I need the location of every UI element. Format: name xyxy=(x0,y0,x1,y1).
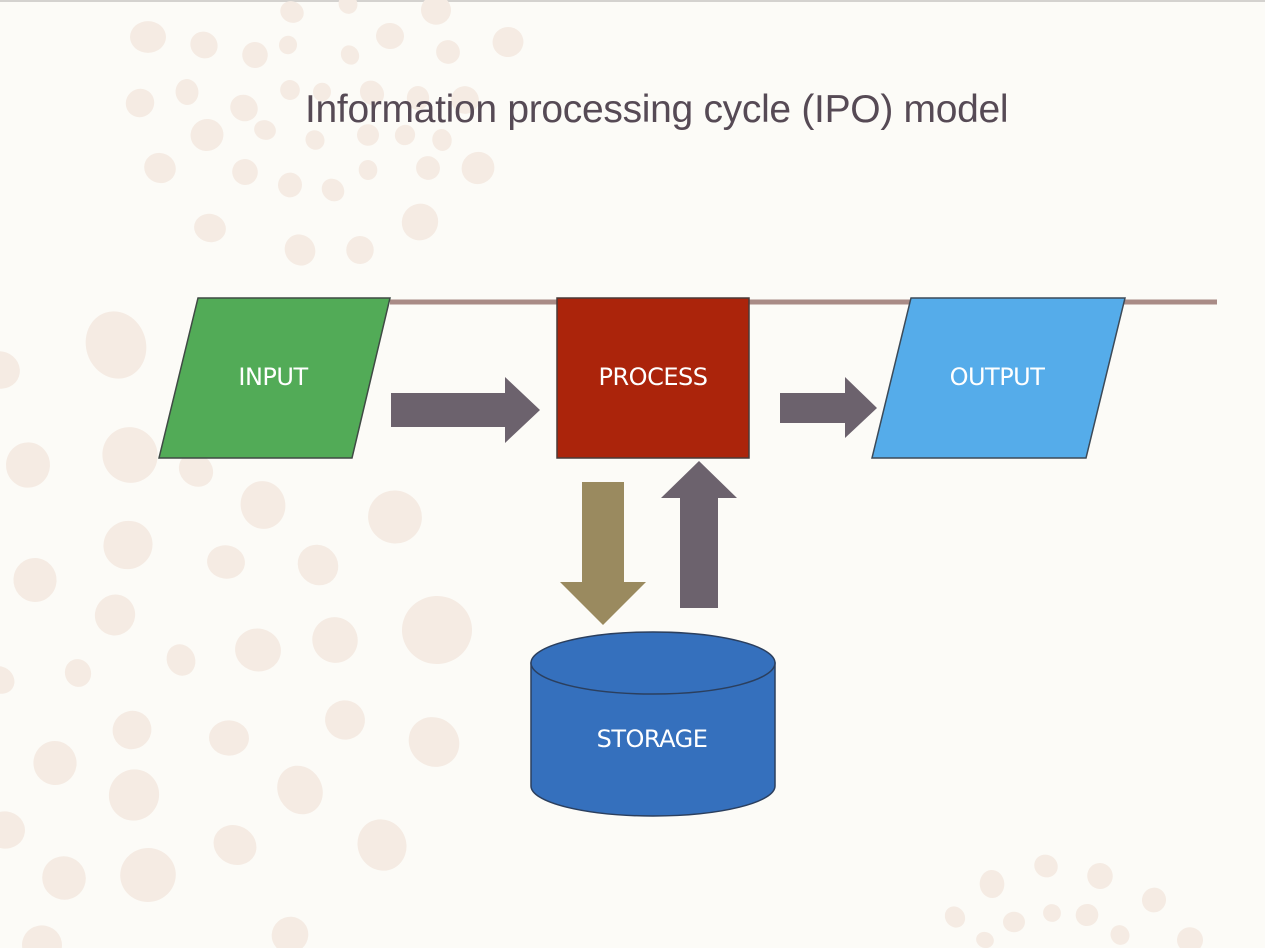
process-shape[interactable] xyxy=(556,297,750,459)
decorative-dot xyxy=(209,720,249,756)
decorative-dot xyxy=(108,769,160,821)
decorative-dot xyxy=(321,178,345,202)
decorative-dot xyxy=(277,172,303,198)
decorative-dot xyxy=(213,825,257,865)
decorative-dot xyxy=(207,545,245,579)
decorative-dot xyxy=(125,88,155,118)
decorative-dot xyxy=(277,765,323,815)
process-label: PROCESS xyxy=(598,363,708,391)
decorative-dot xyxy=(357,124,379,146)
decorative-dot xyxy=(376,22,404,50)
decorative-dot xyxy=(325,700,365,740)
decorative-dot xyxy=(230,94,258,122)
decorative-dot xyxy=(421,0,451,25)
decorative-dot xyxy=(451,86,479,114)
decorative-dot xyxy=(103,520,153,570)
decorative-dot xyxy=(359,80,385,106)
decorative-dot xyxy=(102,427,158,483)
output-shape[interactable] xyxy=(871,297,1126,459)
decorative-dot-pattern xyxy=(0,0,1203,948)
decorative-dot xyxy=(5,442,51,488)
decorative-dot xyxy=(194,213,226,243)
decorative-dot xyxy=(120,847,176,903)
decorative-dot xyxy=(33,741,77,785)
decorative-dot xyxy=(94,594,136,636)
decorative-dot xyxy=(190,118,224,152)
decorative-dot xyxy=(305,130,325,150)
decorative-dot xyxy=(1177,927,1203,948)
decorative-dot xyxy=(492,26,524,58)
storage-shape[interactable] xyxy=(530,631,776,817)
arrow-storage-to-process xyxy=(661,461,737,608)
decorative-dot xyxy=(166,644,196,676)
decorative-dot xyxy=(312,617,358,663)
decorative-dot xyxy=(13,558,57,602)
decorative-dot xyxy=(338,0,358,14)
decorative-dot xyxy=(0,666,15,694)
decorative-dot xyxy=(232,159,258,185)
decorative-dot xyxy=(358,160,378,180)
decorative-dot xyxy=(0,811,25,849)
decorative-dot xyxy=(944,906,966,928)
decorative-dot xyxy=(22,925,62,948)
decorative-dot xyxy=(416,156,440,180)
decorative-dot xyxy=(461,151,495,185)
decorative-dot xyxy=(312,82,332,102)
decorative-dot xyxy=(235,628,281,672)
decorative-dot xyxy=(976,931,994,948)
decorative-dot xyxy=(436,40,460,64)
window-top-border xyxy=(0,0,1265,2)
decorative-dot xyxy=(357,819,407,871)
decorative-dot xyxy=(979,870,1005,898)
decorative-dot xyxy=(112,710,152,750)
decorative-dot xyxy=(175,79,199,105)
decorative-dot xyxy=(1003,911,1025,933)
decorative-dot xyxy=(368,490,422,544)
decorative-dot xyxy=(278,35,298,55)
decorative-dot xyxy=(1034,854,1058,878)
decorative-dot xyxy=(0,351,20,389)
decorative-dot xyxy=(85,311,147,379)
decorative-dot xyxy=(190,31,218,59)
decorative-dot xyxy=(284,234,316,266)
decorative-dot xyxy=(297,544,339,586)
decorative-dot xyxy=(144,152,176,184)
output-label: OUTPUT xyxy=(949,363,1045,391)
decorative-dot xyxy=(1075,903,1099,927)
decorative-dot xyxy=(42,856,86,900)
storage-label: STORAGE xyxy=(596,725,708,753)
decorative-dot xyxy=(130,21,166,53)
decorative-dot xyxy=(394,124,416,146)
decorative-dot xyxy=(254,120,276,140)
decorative-dot xyxy=(280,80,300,100)
decorative-dot xyxy=(280,1,304,23)
slide-title: Information processing cycle (IPO) model xyxy=(305,88,1009,131)
decorative-dot xyxy=(432,129,452,151)
input-shape[interactable] xyxy=(158,297,391,459)
decorative-dot xyxy=(401,203,439,241)
arrow-process-to-storage xyxy=(560,482,646,625)
decorative-dot xyxy=(271,916,309,948)
decorative-dot xyxy=(178,453,214,487)
decorative-dot xyxy=(242,42,268,68)
decorative-dot xyxy=(340,45,360,65)
decorative-dot xyxy=(1141,887,1167,913)
input-label: INPUT xyxy=(238,363,308,391)
arrow-input-to-process xyxy=(391,377,540,443)
decorative-dot xyxy=(1110,925,1130,945)
decorative-dot xyxy=(346,236,374,264)
decorative-dot xyxy=(401,595,473,665)
decorative-dot xyxy=(240,481,286,529)
decorative-dot xyxy=(408,717,460,767)
arrow-process-to-output xyxy=(780,377,877,438)
decorative-dot xyxy=(406,86,430,110)
decorative-dot xyxy=(64,659,92,687)
decorative-dot xyxy=(1087,863,1113,889)
decorative-dot xyxy=(1043,904,1061,922)
